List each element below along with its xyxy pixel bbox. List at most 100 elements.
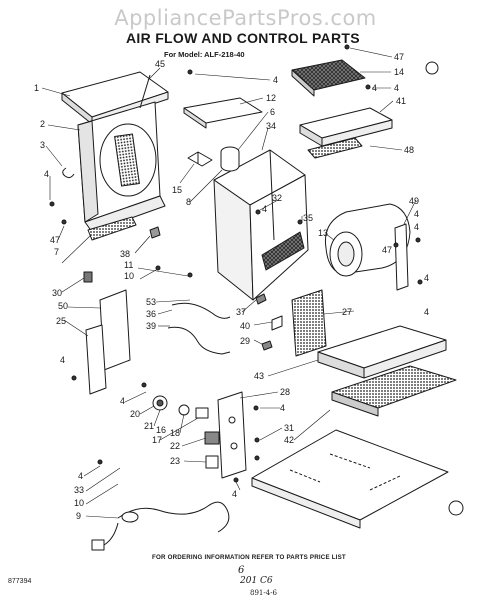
blower-part-13 <box>324 203 411 277</box>
bracket-part-49 <box>394 223 409 291</box>
callout: 40 <box>240 321 251 331</box>
handwritten-note: 6 <box>238 565 245 576</box>
control-plate-part-28 <box>217 391 247 479</box>
callout: 6 <box>270 107 276 117</box>
callout: 22 <box>170 441 181 451</box>
callout: 4 <box>414 222 420 232</box>
handwritten-note: 891-4-6 <box>250 589 277 597</box>
watermark: AppliancePartsPros.com <box>114 6 377 30</box>
filter-part-14 <box>291 59 366 97</box>
callout: 30 <box>52 288 63 298</box>
callout: 41 <box>396 96 407 106</box>
callout: 47 <box>382 245 393 255</box>
callout: 12 <box>266 93 277 103</box>
callout: 14 <box>394 67 405 77</box>
bracket-part-41 <box>299 107 393 147</box>
callout: 4 <box>60 355 66 365</box>
callout: 32 <box>272 193 283 203</box>
diagram-title: AIR FLOW AND CONTROL PARTS <box>126 30 360 46</box>
callout: 34 <box>266 121 277 131</box>
callout: 2 <box>40 119 46 129</box>
callout: 3 <box>40 140 46 150</box>
power-cord-part-9 <box>117 501 230 533</box>
callout: 13 <box>318 228 329 238</box>
callout: 42 <box>284 435 295 445</box>
model-number: For Model: ALF-218-40 <box>164 50 245 59</box>
callout: 16 <box>156 425 167 435</box>
callout: 4 <box>424 273 430 283</box>
callout: 50 <box>58 301 69 311</box>
switch-part-22 <box>204 431 220 445</box>
callout: 47 <box>50 235 61 245</box>
callout: 10 <box>74 498 85 508</box>
callout: 29 <box>240 336 251 346</box>
callout: 48 <box>404 145 415 155</box>
clip-part-38 <box>149 226 161 239</box>
callout: 4 <box>78 471 84 481</box>
clip-part-29 <box>261 340 273 351</box>
callout: 4 <box>424 307 430 317</box>
callout: 4 <box>44 169 50 179</box>
callout: 47 <box>394 52 405 62</box>
plug <box>91 539 105 551</box>
leader-lines <box>41 47 417 519</box>
callout: 33 <box>74 485 85 495</box>
linkage-wire-part-36 <box>171 302 231 319</box>
callout: 39 <box>146 321 157 331</box>
callout: 25 <box>56 316 67 326</box>
drain-tray-part-43 <box>317 325 447 379</box>
callout: 49 <box>409 196 420 206</box>
callout: 4 <box>280 403 286 413</box>
callout: 31 <box>284 423 295 433</box>
callout: 27 <box>342 307 353 317</box>
callout: 37 <box>236 307 247 317</box>
callout: 9 <box>76 511 82 521</box>
clip-part-37 <box>255 293 267 305</box>
housing-part-34 <box>213 149 309 301</box>
callout: 35 <box>303 213 314 223</box>
punch-hole <box>448 500 464 516</box>
callout: 4 <box>394 83 400 93</box>
callout: 53 <box>146 297 157 307</box>
callout: 43 <box>254 371 265 381</box>
clip-part-40 <box>271 315 283 331</box>
switch-part-17 <box>195 407 209 419</box>
capacitor-part-6 <box>220 146 240 172</box>
callout: 17 <box>152 435 163 445</box>
callout: 28 <box>280 387 291 397</box>
callout: 7 <box>54 247 60 257</box>
callout: 1 <box>34 83 40 93</box>
panel-part-25 <box>85 324 107 395</box>
callout: 23 <box>170 456 181 466</box>
clip-part-3 <box>62 167 75 179</box>
callout: 4 <box>273 75 279 85</box>
thermostat-part-23 <box>205 455 219 469</box>
punch-hole <box>425 61 439 75</box>
callout: 20 <box>130 409 141 419</box>
shaft-part-18 <box>178 404 190 416</box>
ordering-note: FOR ORDERING INFORMATION REFER TO PARTS … <box>152 554 346 561</box>
base-pan <box>251 429 449 529</box>
callout: 4 <box>372 83 378 93</box>
callout: 18 <box>170 428 181 438</box>
front-frame-part-2 <box>77 101 166 233</box>
callout: 11 <box>124 260 134 270</box>
callout: 21 <box>144 421 155 431</box>
callout: 38 <box>120 249 131 259</box>
bracket-part-15 <box>187 151 213 167</box>
document-number: 877394 <box>8 578 32 585</box>
rod-part-45 <box>139 74 151 109</box>
callout: 10 <box>124 271 135 281</box>
callout: 4 <box>414 209 420 219</box>
callout: 4 <box>120 396 126 406</box>
filter-panel-part-27 <box>291 289 327 357</box>
callout: 15 <box>172 185 183 195</box>
callout: 4 <box>232 489 238 499</box>
callout: 36 <box>146 309 157 319</box>
callout: 4 <box>262 204 268 214</box>
callout: 8 <box>186 197 192 207</box>
linkage-wire-part-39 <box>167 326 231 355</box>
callout: 45 <box>155 59 166 69</box>
screws <box>49 44 423 483</box>
